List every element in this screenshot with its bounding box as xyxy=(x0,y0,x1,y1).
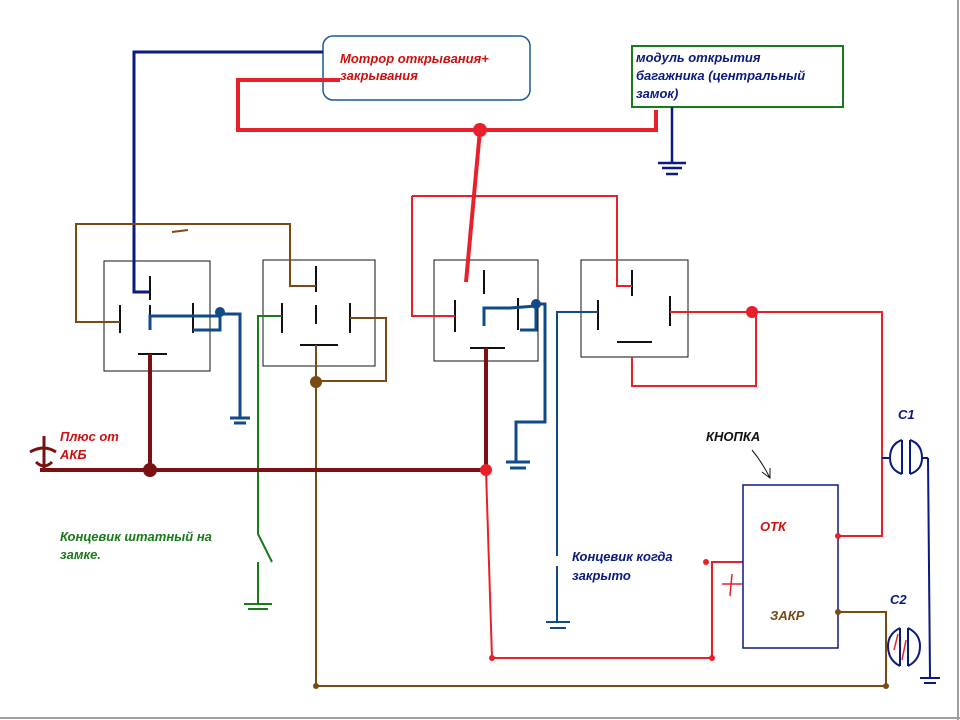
c2-label: С2 xyxy=(890,592,907,607)
trunk-module-box xyxy=(631,45,844,108)
plus-label-1: Плюс от xyxy=(60,429,119,444)
module-label-3: замок) xyxy=(636,86,678,101)
open-terminal xyxy=(835,533,841,539)
relay-4 xyxy=(580,259,689,358)
junction-red-low-2 xyxy=(709,655,715,661)
motor-label-1: Мотрор открывания+ xyxy=(340,51,489,66)
module-ground xyxy=(658,107,686,176)
navy-wire xyxy=(132,50,323,294)
junction-red-low-1 xyxy=(489,655,495,661)
c2-symbol xyxy=(886,627,922,667)
junction-top xyxy=(473,123,487,137)
battery-bus xyxy=(40,348,488,472)
c1-symbol xyxy=(882,439,928,475)
c2-red-marks xyxy=(893,633,907,661)
plus-label-2: АКБ xyxy=(59,447,87,462)
junction-brown-1 xyxy=(310,376,322,388)
limit-closed-label-2: закрыто xyxy=(572,568,631,583)
motor-box xyxy=(322,35,531,101)
battery-plus-symbol xyxy=(29,436,57,470)
junction-blue-1 xyxy=(215,307,225,317)
right-ground-wire xyxy=(920,457,940,684)
relay-contacts xyxy=(119,266,671,355)
junction-blue-2 xyxy=(531,299,541,309)
module-label-2: багажника (центральный xyxy=(636,68,805,83)
button-label: КНОПКА xyxy=(706,429,760,444)
junction-bus-1 xyxy=(143,463,157,477)
junction-brown-2 xyxy=(313,683,319,689)
button-box xyxy=(742,484,839,649)
blue-wire-relay1 xyxy=(148,312,250,425)
limit-std-label-1: Концевик штатный на xyxy=(60,529,212,544)
green-wire xyxy=(244,315,282,610)
open-label: ОТК xyxy=(760,519,787,534)
c1-label: С1 xyxy=(898,407,915,422)
limit-closed-label-1: Концевик когда xyxy=(572,549,673,564)
button-arrow xyxy=(751,449,771,479)
relay-2 xyxy=(262,259,376,367)
close-label: ЗАКР xyxy=(770,608,805,623)
motor-label-2: закрывания xyxy=(340,68,418,83)
junction-red-low-3 xyxy=(703,559,709,565)
red-wire-relay34 xyxy=(411,195,883,537)
red-wire-top xyxy=(236,78,658,283)
relay-3 xyxy=(433,259,539,362)
junction-right xyxy=(746,306,758,318)
module-label-1: модуль открытия xyxy=(636,50,761,65)
plus-mark xyxy=(722,573,742,597)
limit-std-label-2: замке. xyxy=(60,547,101,562)
junction-brown-3 xyxy=(883,683,889,689)
blue-wire-relay3 xyxy=(482,302,547,470)
blue-wire-relay4 xyxy=(546,311,598,629)
close-terminal xyxy=(835,609,841,615)
